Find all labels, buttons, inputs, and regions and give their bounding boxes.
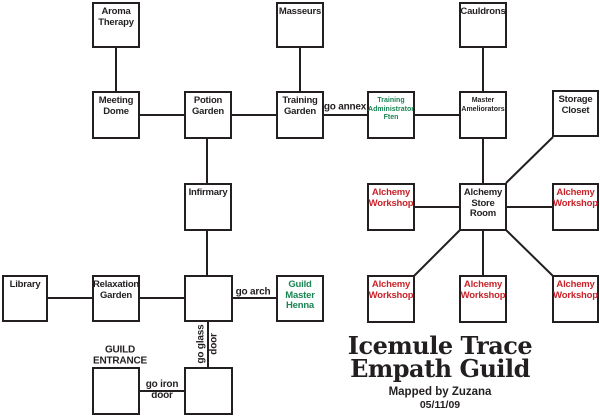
room-infirmary-label: Infirmary <box>188 187 228 198</box>
room-storage-closet-label: Storage Closet <box>558 94 593 116</box>
room-cauldrons-label: Cauldrons <box>460 6 506 17</box>
room-guild-master-henna-label: Guild Master Henna <box>285 279 315 311</box>
map-title-line-1: Icemule Trace <box>347 331 533 360</box>
guild-entrance-label: GUILD ENTRANCE <box>93 344 147 366</box>
room-master-ameliorators: Master Ameliorators <box>459 91 507 139</box>
room-library-label: Library <box>9 279 41 290</box>
exit-label-go-annex: go annex <box>323 101 367 113</box>
room-alchemy-workshop-1: Alchemy Workshop <box>367 183 415 231</box>
room-training-garden: Training Garden <box>276 91 324 139</box>
connector-line <box>413 229 461 277</box>
room-alchemy-workshop-2: Alchemy Workshop <box>552 183 599 231</box>
room-training-administrator-ften: Training Administrator Ften <box>367 91 415 139</box>
room-guild-master-henna: Guild Master Henna <box>276 275 324 322</box>
room-cauldrons: Cauldrons <box>459 2 507 48</box>
room-training-administrator-ften-label: Training Administrator Ften <box>368 97 414 121</box>
room-masseurs-label: Masseurs <box>278 6 322 17</box>
exit-label-go-arch: go arch <box>235 286 271 298</box>
room-meeting-dome: Meeting Dome <box>92 91 140 139</box>
room-alchemy-workshop-label: Alchemy Workshop <box>368 279 414 301</box>
room-master-ameliorators-label: Master Ameliorators <box>461 97 505 113</box>
room-alchemy-workshop-label: Alchemy Workshop <box>368 187 414 209</box>
exit-label-go-glass-door: go glass door <box>195 324 220 364</box>
room-alchemy-workshop-4: Alchemy Workshop <box>459 275 507 323</box>
room-guild-entrance <box>92 367 140 415</box>
room-infirmary: Infirmary <box>184 183 232 231</box>
room-hub-unlabeled <box>184 275 233 322</box>
room-potion-garden: Potion Garden <box>184 91 232 139</box>
room-alchemy-workshop-label: Alchemy Workshop <box>460 279 506 301</box>
room-alchemy-workshop-3: Alchemy Workshop <box>367 275 415 323</box>
room-training-garden-label: Training Garden <box>282 95 318 117</box>
room-aroma-therapy-label: Aroma Therapy <box>98 6 134 28</box>
room-aroma-therapy: Aroma Therapy <box>92 2 140 48</box>
exit-label-go-iron-door: go iron door <box>145 379 179 401</box>
room-alchemy-workshop-5: Alchemy Workshop <box>552 275 599 323</box>
room-alchemy-store-room: Alchemy Store Room <box>459 183 507 231</box>
room-masseurs: Masseurs <box>276 2 324 48</box>
connector-line <box>505 229 554 277</box>
room-alchemy-workshop-label: Alchemy Workshop <box>553 279 598 301</box>
room-potion-garden-label: Potion Garden <box>191 95 225 117</box>
room-alchemy-workshop-label: Alchemy Workshop <box>553 187 598 209</box>
map-credit: Mapped by Zuzana <box>388 386 492 398</box>
room-library: Library <box>2 275 48 322</box>
room-meeting-dome-label: Meeting Dome <box>98 95 134 117</box>
map-title-block: Icemule Trace Empath Guild Mapped by Zuz… <box>340 331 540 412</box>
map-date: 05/11/09 <box>419 399 461 411</box>
room-relaxation-garden-label: Relaxation Garden <box>92 279 140 301</box>
room-alchemy-store-room-label: Alchemy Store Room <box>463 187 503 219</box>
connector-line <box>505 136 554 184</box>
map-title-line-2: Empath Guild <box>350 354 530 383</box>
room-relaxation-garden: Relaxation Garden <box>92 275 140 322</box>
room-entry-hall-unlabeled <box>184 367 233 415</box>
room-storage-closet: Storage Closet <box>552 90 599 137</box>
